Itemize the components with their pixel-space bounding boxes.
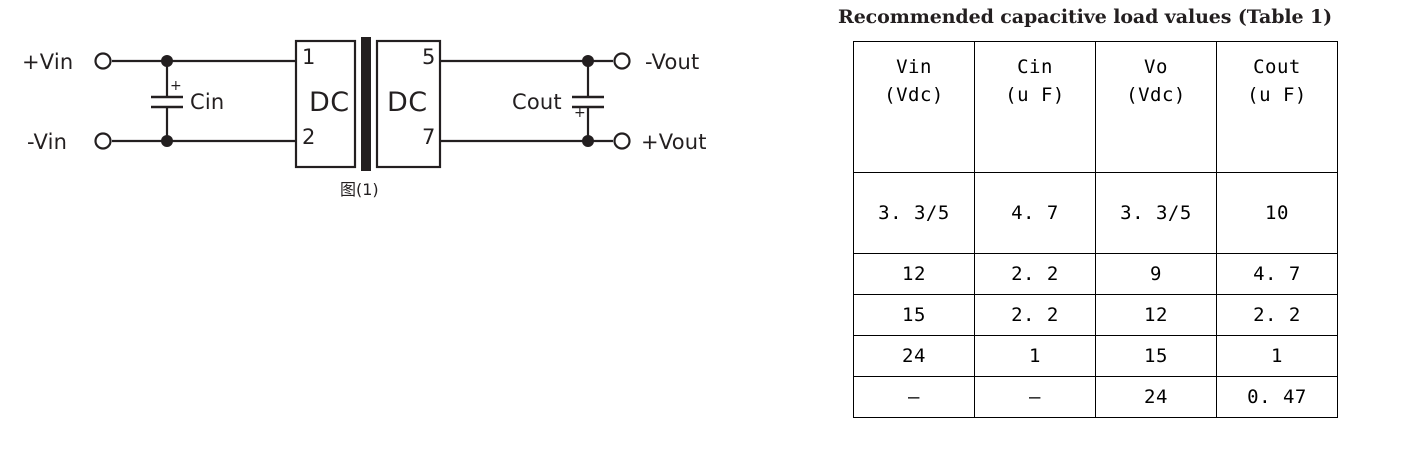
table-header-line2: (Vdc) xyxy=(1126,83,1186,106)
table-cell: 1 xyxy=(974,335,1096,377)
label-cout: Cout xyxy=(512,90,562,114)
table-cell: 3. 3/5 xyxy=(1095,172,1217,254)
table-header-row: Vin (Vdc) Cin (u F) Vo (Vdc) Cout (u F) xyxy=(853,41,1338,173)
capacitive-load-table-panel: Recommended capacitive load values (Tabl… xyxy=(834,0,1394,452)
terminal-minus-vin xyxy=(94,132,112,150)
converter-right-block xyxy=(375,39,442,169)
table-header-line1: Vo xyxy=(1144,56,1168,78)
pin-number-2: 2 xyxy=(302,125,316,149)
table-header-line1: Cin xyxy=(1017,56,1053,78)
junction-dot-minus-vout xyxy=(582,55,594,67)
cout-polarity-mark: + xyxy=(574,105,586,121)
table-cell: 2. 2 xyxy=(974,294,1096,336)
table-header-line2: (Vdc) xyxy=(884,83,944,106)
pin-number-1: 1 xyxy=(302,45,316,69)
table-cell: 2. 2 xyxy=(1216,294,1338,336)
table-cell: 10 xyxy=(1216,172,1338,254)
pin-number-5: 5 xyxy=(422,45,436,69)
junction-dot-minus-vin xyxy=(161,135,173,147)
table-cell: 2. 2 xyxy=(974,253,1096,295)
cin-polarity-mark: + xyxy=(170,78,182,94)
table-header-line1: Vin xyxy=(896,56,932,78)
table-cell: 0. 47 xyxy=(1216,376,1338,418)
schematic-drawing xyxy=(94,37,631,171)
table-cell: 9 xyxy=(1095,253,1217,295)
table-header-line1: Cout xyxy=(1253,56,1301,78)
table-cell: 24 xyxy=(853,335,975,377)
table-header-line2: (u F) xyxy=(1005,83,1065,106)
table-cell: – xyxy=(853,376,975,418)
label-minus-vout: -Vout xyxy=(645,50,700,74)
table-header-line2: (u F) xyxy=(1247,83,1307,106)
table-cell: 12 xyxy=(1095,294,1217,336)
table-header-cell: Vo (Vdc) xyxy=(1095,41,1217,173)
terminal-plus-vin xyxy=(94,52,112,70)
pin-number-7: 7 xyxy=(422,125,436,149)
table-cell: 15 xyxy=(853,294,975,336)
table-cell: 4. 7 xyxy=(974,172,1096,254)
table-header-cell: Vin (Vdc) xyxy=(853,41,975,173)
converter-right-label: DC xyxy=(387,87,428,118)
table-cell: 12 xyxy=(853,253,975,295)
table-cell: 1 xyxy=(1216,335,1338,377)
circuit-schematic: +Vin -Vin -Vout +Vout + Cin + Cout DC DC… xyxy=(22,37,707,199)
table-cell: 24 xyxy=(1095,376,1217,418)
table-cell: 15 xyxy=(1095,335,1217,377)
table-header-cell: Cin (u F) xyxy=(974,41,1096,173)
converter-left-label: DC xyxy=(309,87,350,118)
table-cell: 4. 7 xyxy=(1216,253,1338,295)
terminal-minus-vout xyxy=(613,52,631,70)
table-cell: – xyxy=(974,376,1096,418)
table-header-cell: Cout (u F) xyxy=(1216,41,1338,173)
converter-left-block xyxy=(294,39,357,169)
terminal-plus-vout xyxy=(613,132,631,150)
isolation-barrier xyxy=(361,37,371,171)
junction-dot-plus-vout xyxy=(582,135,594,147)
table-title: Recommended capacitive load values (Tabl… xyxy=(838,6,1333,28)
junction-dot-plus-vin xyxy=(161,55,173,67)
label-cin: Cin xyxy=(190,90,225,114)
table-cell: 3. 3/5 xyxy=(853,172,975,254)
label-minus-vin: -Vin xyxy=(27,130,68,154)
figure-caption: 图(1) xyxy=(340,180,379,199)
label-plus-vout: +Vout xyxy=(641,130,707,154)
label-plus-vin: +Vin xyxy=(22,50,74,74)
